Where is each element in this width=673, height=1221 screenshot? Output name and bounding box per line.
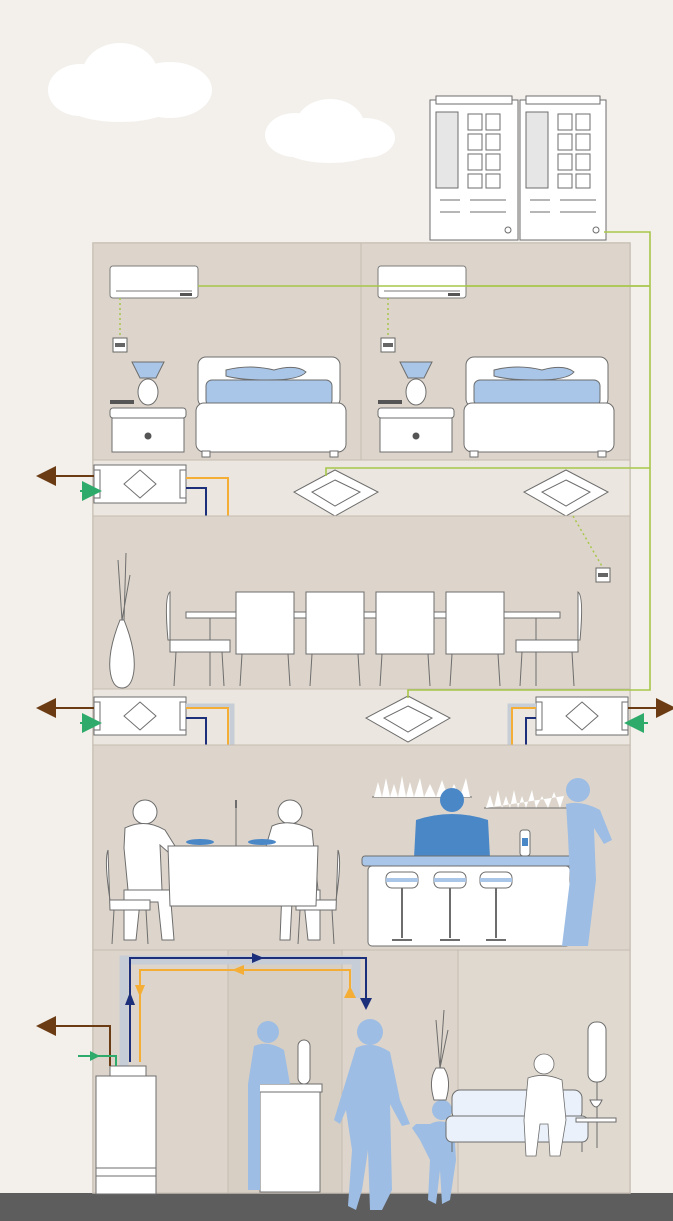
bottle-icon	[520, 830, 530, 856]
bed-icon	[464, 357, 614, 457]
bed-icon	[196, 357, 346, 457]
remote-controller-icon	[596, 568, 610, 582]
bar-counter	[362, 856, 576, 946]
floor-ahu-icon	[96, 1066, 156, 1194]
remote-controller-icon	[381, 338, 395, 352]
wall-mounted-ac-icon	[110, 266, 198, 298]
remote-controller-icon	[113, 338, 127, 352]
erv-unit-icon	[94, 465, 186, 503]
ground	[0, 1193, 673, 1221]
nightstand-icon	[110, 400, 186, 452]
outdoor-unit-icon	[430, 96, 518, 240]
erv-unit-icon	[536, 697, 628, 735]
erv-unit-icon	[94, 697, 186, 735]
nightstand-icon	[378, 400, 454, 452]
outdoor-unit-icon	[520, 96, 606, 240]
wall-mounted-ac-icon	[378, 266, 466, 298]
